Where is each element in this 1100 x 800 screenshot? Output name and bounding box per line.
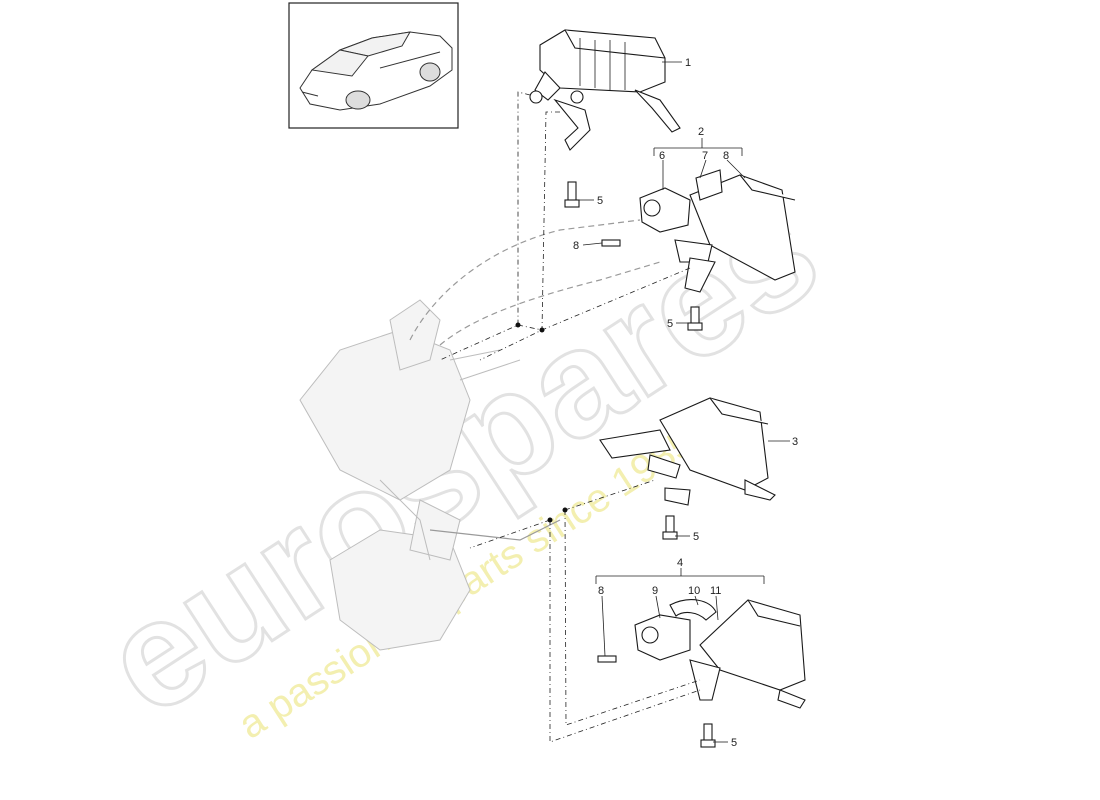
part-3-carbon-canister[interactable]: [599, 397, 776, 506]
screw-8-b[interactable]: [597, 655, 617, 663]
leader-lines: [578, 61, 790, 743]
callout-8: 8: [598, 585, 604, 597]
callout-5: 5: [693, 531, 699, 543]
callout-5: 5: [597, 195, 603, 207]
callout-labels: 1 2 6 7 8 5 8 5 3 5 4 8 9 10 11 5: [573, 57, 798, 749]
callout-4: 4: [677, 557, 683, 569]
car-illustration: [299, 31, 453, 111]
bolt-5-c[interactable]: [662, 515, 678, 540]
callout-5: 5: [731, 737, 737, 749]
callout-9: 9: [652, 585, 658, 597]
bolt-5-a[interactable]: [564, 181, 580, 208]
part-1-carbon-canister[interactable]: [529, 29, 681, 151]
callout-7: 7: [702, 150, 708, 162]
bolt-5-b[interactable]: [687, 306, 703, 331]
bolt-5-d[interactable]: [700, 723, 716, 748]
callout-5: 5: [667, 318, 673, 330]
junction-dot: [515, 322, 521, 328]
callout-3: 3: [792, 436, 798, 448]
background-fuel-tank-ghost: [299, 219, 661, 651]
callout-6: 6: [659, 150, 665, 162]
screw-8-a[interactable]: [601, 239, 621, 247]
part-2-canister-assembly[interactable]: [639, 169, 796, 293]
callout-2: 2: [698, 126, 704, 138]
callout-1: 1: [685, 57, 691, 69]
callout-10: 10: [688, 585, 700, 597]
callout-11: 11: [710, 585, 721, 597]
junction-dot: [547, 517, 553, 523]
callout-8: 8: [723, 150, 729, 162]
junction-dot: [562, 507, 568, 513]
junction-dot: [539, 327, 545, 333]
part-4-canister-assembly[interactable]: [634, 599, 806, 709]
callout-8: 8: [573, 240, 579, 252]
vehicle-thumbnail: [288, 2, 459, 129]
